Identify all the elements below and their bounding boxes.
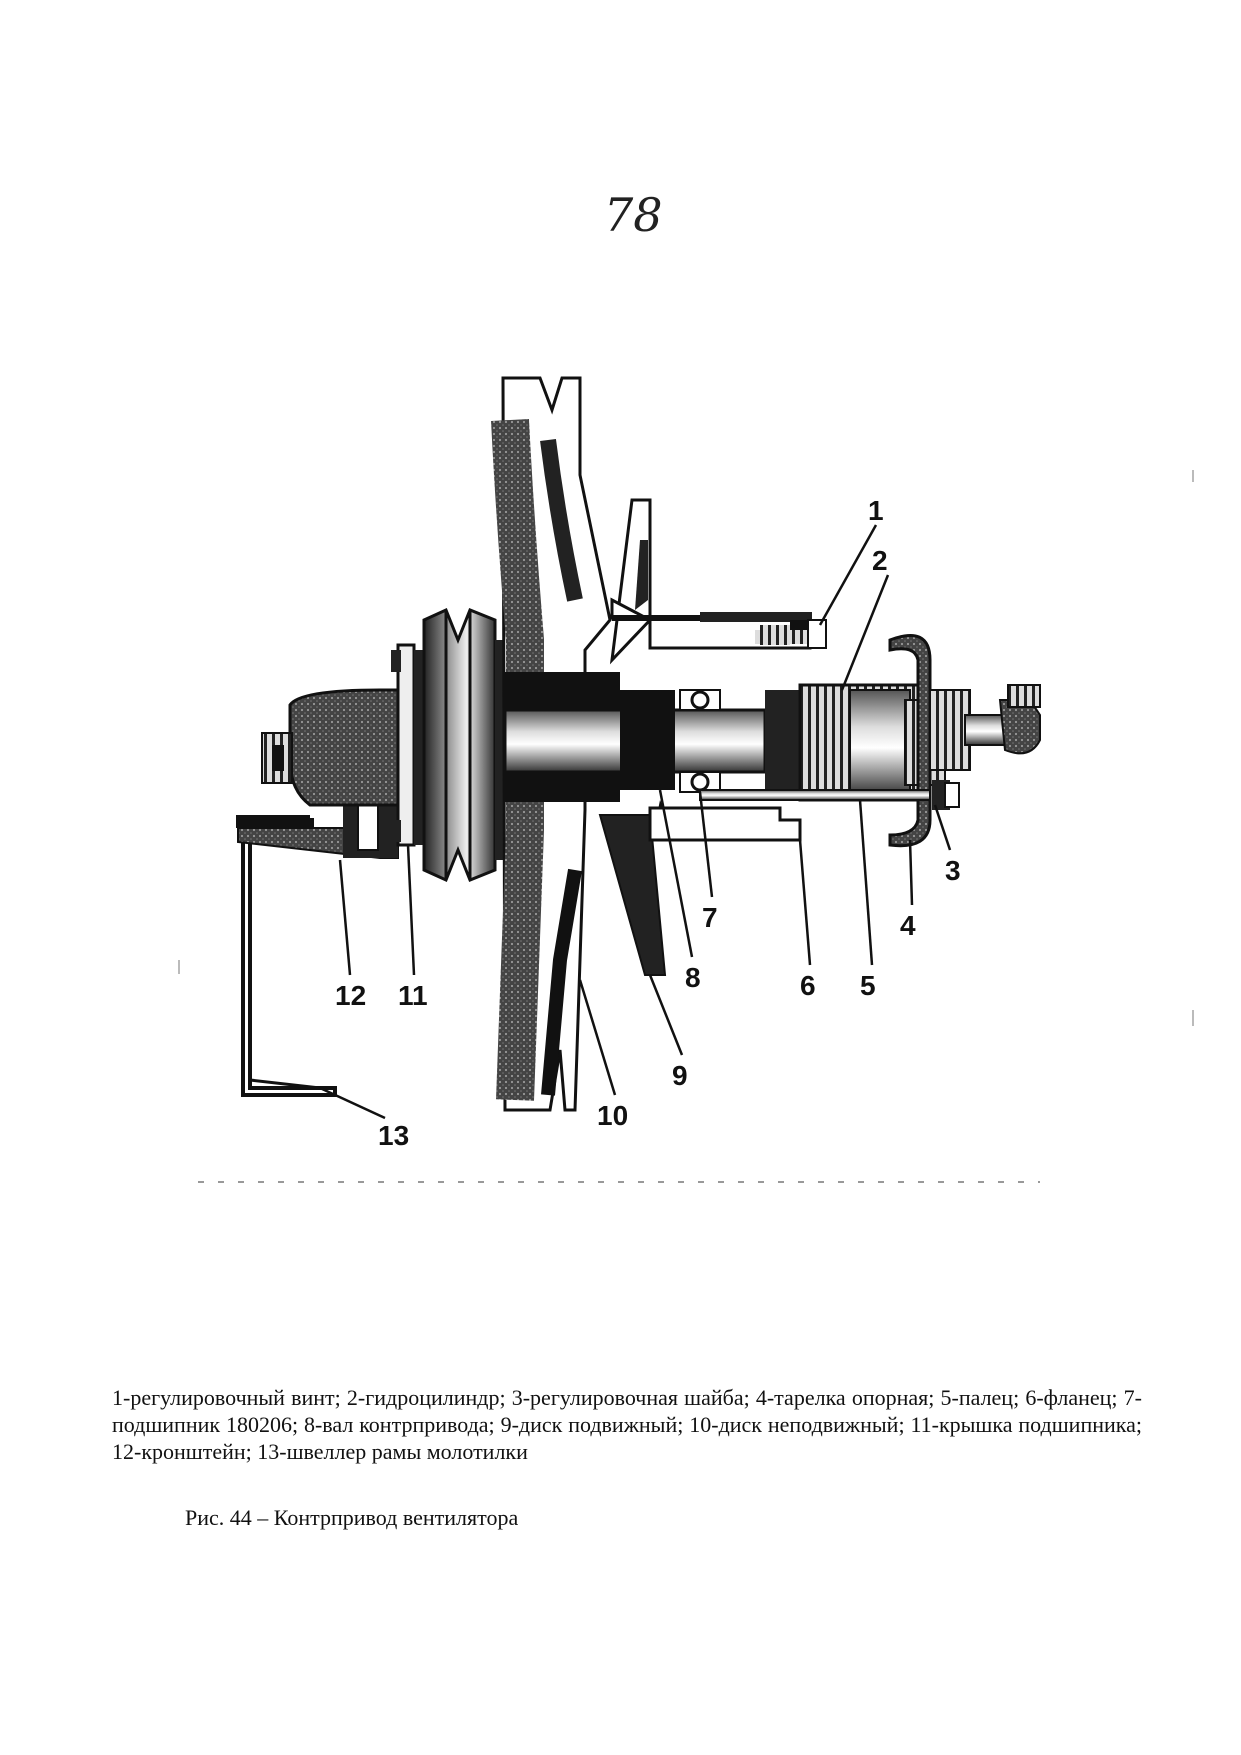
scan-edge-mark <box>1192 1010 1194 1026</box>
adjusting-screw-1 <box>755 619 827 649</box>
hydraulic-fitting <box>929 684 1041 771</box>
callout-12: 12 <box>335 980 366 1011</box>
bearing-7 <box>679 689 721 793</box>
callout-3: 3 <box>945 855 961 886</box>
scan-edge-mark <box>178 960 180 974</box>
adjusting-washer-3 <box>932 780 960 810</box>
callout-2: 2 <box>872 545 888 576</box>
page-number: 78 <box>604 188 663 242</box>
figure-caption: Рис. 44 – Контрпривод вентилятора <box>185 1505 519 1530</box>
callout-4: 4 <box>900 910 916 941</box>
callout-8: 8 <box>685 962 701 993</box>
flange-6 <box>648 806 802 842</box>
callout-11: 11 <box>398 980 428 1011</box>
countershaft-8 <box>503 672 767 802</box>
frame-channel-13 <box>236 815 337 1097</box>
callout-7: 7 <box>702 902 718 933</box>
callout-1: 1 <box>868 495 884 526</box>
callout-labels: 1 2 3 4 5 6 7 8 9 10 11 12 13 <box>335 495 961 1151</box>
leader-lines <box>319 524 952 1120</box>
callout-13: 13 <box>378 1120 409 1151</box>
hydraulic-cylinder-2 <box>765 683 946 802</box>
pin-5 <box>699 789 931 801</box>
bearing-cover-11 <box>391 643 424 847</box>
figure-legend: 1-регулировочный винт; 2-гидроцилиндр; 3… <box>112 1385 1142 1464</box>
scan-edge-mark <box>1192 470 1194 482</box>
double-pulley <box>422 607 507 883</box>
callout-10: 10 <box>597 1100 628 1131</box>
callout-9: 9 <box>672 1060 688 1091</box>
bracket-12 <box>237 688 400 859</box>
callout-5: 5 <box>860 970 876 1001</box>
callout-6: 6 <box>800 970 816 1001</box>
